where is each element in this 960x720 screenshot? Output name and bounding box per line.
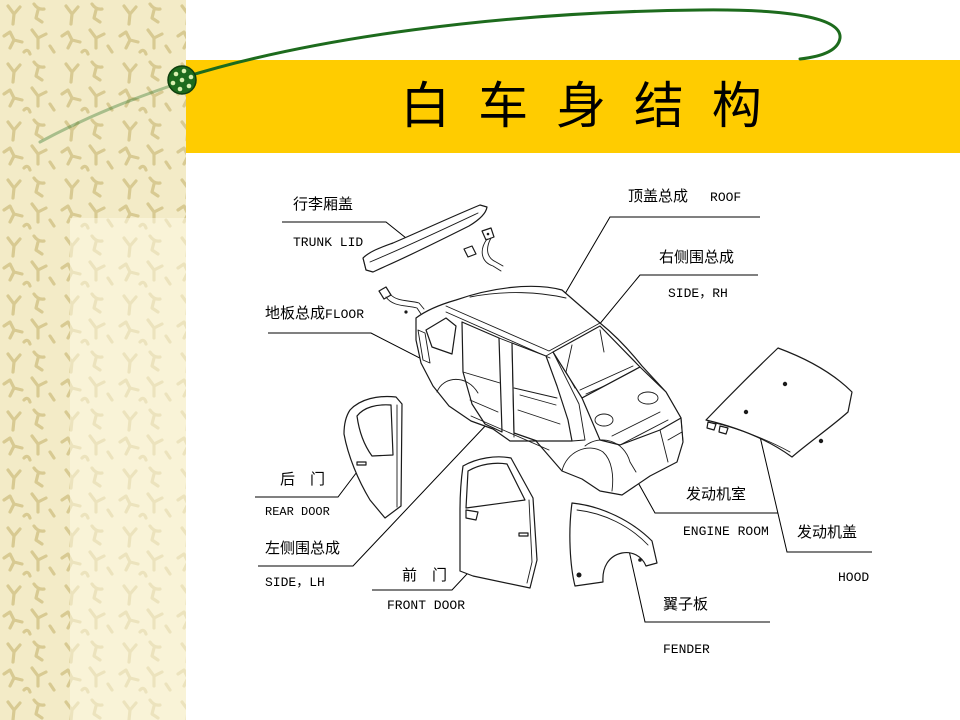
left-pattern-panel	[0, 0, 186, 720]
hood-hole	[743, 409, 749, 415]
trunk-lid-end	[362, 257, 367, 271]
strut-tower-right	[637, 391, 659, 405]
front-rail	[611, 411, 669, 446]
hinge-lower-arm	[385, 296, 422, 315]
rear-door-window	[356, 404, 394, 457]
fender-part	[569, 502, 658, 587]
roof-panel-edge	[445, 305, 601, 352]
fender-bolt	[576, 572, 582, 578]
front-door-outline	[459, 456, 538, 589]
rear-quarter-window	[425, 317, 457, 355]
strut-tower-left	[594, 413, 614, 427]
rear-beltline	[462, 371, 501, 384]
engine-room-label-en: ENGINE ROOM	[683, 524, 769, 539]
hood-part	[705, 347, 853, 458]
a-pillar	[545, 351, 586, 442]
rocker-sill	[470, 415, 550, 451]
hood-hole	[782, 381, 788, 387]
tail-lamp-opening	[417, 329, 431, 364]
body-shell-outline	[415, 285, 684, 496]
trunk-hinge-lower	[378, 286, 425, 315]
leader-floor	[268, 332, 489, 394]
rear-door-label-en: REAR DOOR	[265, 505, 330, 519]
front-beltline	[513, 387, 558, 399]
hood-inner-edge	[714, 422, 791, 453]
mirror-mount	[465, 509, 479, 521]
rear-door-label-cn: 后 门	[280, 470, 326, 488]
engine-room-label-cn: 发动机室	[686, 485, 747, 503]
floor-label: 地板总成FLOOR	[265, 306, 364, 322]
front-door-window	[465, 462, 526, 509]
rear-door-opening	[461, 321, 503, 433]
hood-label-en: HOOD	[838, 570, 870, 585]
side-lh-label-cn: 左侧围总成	[265, 539, 341, 557]
floor-label-en: FLOOR	[325, 307, 365, 322]
windshield-opening	[552, 325, 641, 399]
trunk-lid-label-cn: 行李厢盖	[293, 195, 354, 213]
fender-label-en: FENDER	[663, 642, 710, 657]
hinge-lower-bolt	[404, 310, 408, 314]
trunk-lid-part	[362, 204, 488, 273]
floor-label-cn: 地板总成	[265, 304, 326, 322]
hinge-upper-arm-edge	[487, 237, 504, 267]
hood-outline	[705, 347, 853, 458]
hinge-upper-plate	[463, 245, 477, 258]
front-wheelhouse	[561, 447, 614, 492]
fender-outline	[569, 502, 658, 587]
rear-door-outline	[343, 395, 403, 519]
rear-door-part	[343, 395, 403, 519]
radiator-support	[659, 417, 684, 463]
roof-rail	[445, 311, 551, 359]
rear-door-handle	[356, 461, 367, 466]
far-side-pillar	[565, 329, 605, 389]
slide-title: 白 车 身 结 构	[400, 77, 768, 135]
front-door-part	[459, 456, 538, 589]
roof-label-en: ROOF	[710, 190, 742, 205]
b-pillar	[498, 337, 515, 438]
body-shell-part	[415, 285, 684, 496]
hinge-upper-arm	[481, 238, 502, 272]
trunk-hinge-upper	[463, 227, 504, 272]
roof-crown-line	[469, 292, 567, 299]
dash-panel	[579, 365, 637, 395]
front-door-opening	[511, 342, 573, 442]
hood-hinge	[706, 421, 729, 435]
leader-lines	[255, 216, 872, 623]
fender-bolt	[638, 558, 642, 562]
pattern-graphic	[0, 0, 186, 720]
roof-label-cn: 顶盖总成	[628, 187, 689, 205]
trunk-lid-label-en: TRUNK LID	[293, 235, 364, 250]
front-door-edge	[526, 499, 533, 584]
light-band	[70, 218, 186, 720]
front-door-label-en: FRONT DOOR	[387, 598, 466, 613]
side-lh-label-en: SIDE，LH	[265, 575, 325, 590]
floor-crossmember	[469, 394, 561, 425]
rear-wheelhouse	[436, 378, 479, 394]
trunk-lid-outline	[362, 204, 488, 273]
hinge-upper-mount	[481, 227, 495, 241]
hood-label-cn: 发动机盖	[797, 523, 858, 541]
front-door-label-cn: 前 门	[402, 566, 448, 584]
hood-hole	[818, 438, 824, 444]
front-apron	[584, 439, 637, 473]
side-rh-label-en: SIDE，RH	[668, 286, 728, 301]
leader-side-rh	[569, 274, 758, 361]
hinge-lower-mount	[378, 286, 392, 300]
hinge-lower-arm-edge	[389, 293, 425, 310]
fender-label-cn: 翼子板	[663, 595, 709, 613]
trunk-lid-crease	[369, 212, 479, 263]
side-rh-label-cn: 右侧围总成	[659, 248, 735, 266]
hinge-upper-bolt	[486, 232, 490, 236]
front-door-handle	[518, 532, 529, 537]
fender-crease	[576, 509, 649, 546]
engine-room-opening	[581, 366, 682, 446]
roof-label: 顶盖总成 ROOF	[628, 189, 741, 205]
